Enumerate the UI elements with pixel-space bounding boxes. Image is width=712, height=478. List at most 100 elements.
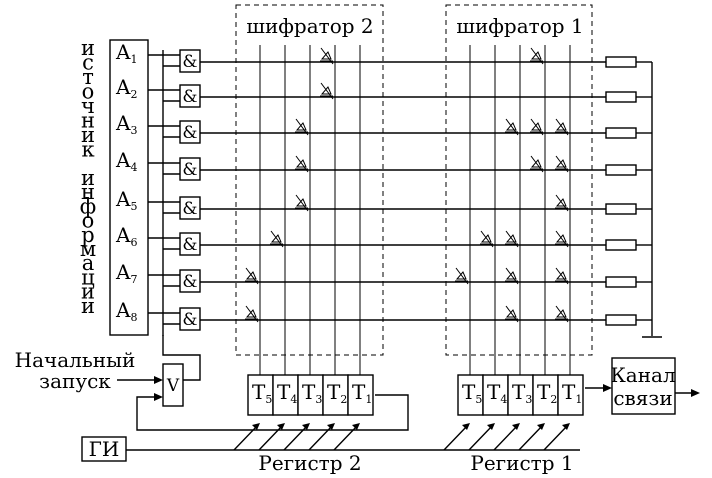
source-label-word2-letter: и bbox=[81, 166, 95, 190]
encoder-1-diode-2-body bbox=[505, 122, 517, 131]
and-gate-4 bbox=[179, 157, 201, 181]
and-gate-symbol-8: & bbox=[182, 310, 197, 330]
encoder-1-diode-5-body bbox=[530, 159, 542, 168]
source-label-word2-letter: а bbox=[82, 251, 95, 275]
encoder-1-diode-6-body bbox=[555, 159, 567, 168]
channel-output-arrow bbox=[691, 389, 700, 397]
register-2-clock-arrow bbox=[352, 423, 360, 430]
pullup-resistor-1 bbox=[605, 56, 637, 68]
channel-label-line2: связи bbox=[613, 386, 672, 410]
source-label-word2-letter: м bbox=[80, 237, 96, 261]
and-gate-2 bbox=[179, 84, 201, 108]
encoder-1-diode-3-body bbox=[530, 122, 542, 131]
clock-generator-label: ГИ bbox=[89, 437, 120, 461]
source-label-word1-letter: ч bbox=[81, 94, 95, 118]
encoder-1-diode-15-body bbox=[555, 309, 567, 318]
source-label-word2-letter: н bbox=[81, 180, 95, 204]
source-label-word2-letter: и bbox=[81, 294, 95, 318]
pullup-resistor-7 bbox=[605, 276, 637, 288]
source-label-word1-letter: к bbox=[81, 138, 94, 162]
source-label-word1-letter: о bbox=[82, 80, 95, 104]
register-2-cell-T4 bbox=[272, 374, 299, 416]
source-label-word1-letter: т bbox=[82, 65, 94, 89]
encoder-2-label: шифратор 2 bbox=[246, 14, 373, 38]
register-1-clock-arrow bbox=[487, 423, 495, 430]
or-gate-symbol: V bbox=[166, 376, 180, 396]
source-label-word2-letter: о bbox=[82, 209, 95, 233]
encoder-1-diode-10-body bbox=[555, 234, 567, 243]
register-2-clock-arrow bbox=[252, 423, 260, 430]
register-2-cell-T3 bbox=[297, 374, 324, 416]
source-label-word2-letter: р bbox=[81, 223, 94, 247]
channel-block bbox=[611, 357, 676, 415]
feedback-wire bbox=[136, 394, 409, 431]
encoder-1-diode-12-body bbox=[505, 271, 517, 280]
register-2-cell-T2 bbox=[322, 374, 349, 416]
register-1-clock-tick bbox=[518, 424, 544, 451]
and-gate-symbol-3: & bbox=[182, 123, 197, 143]
or-output-wire bbox=[162, 335, 201, 381]
pullup-resistor-3 bbox=[605, 127, 637, 139]
source-label-word1-letter: н bbox=[81, 109, 95, 133]
pullup-resistor-2 bbox=[605, 91, 637, 103]
feedback-arrow bbox=[154, 393, 163, 401]
encoder-1-diode-9-body bbox=[505, 234, 517, 243]
encoder-1-diode-11-body bbox=[455, 271, 467, 280]
start-arrow bbox=[154, 376, 163, 384]
register-1-clock-arrow bbox=[562, 423, 570, 430]
and-gate-symbol-5: & bbox=[182, 199, 197, 219]
and-gate-1 bbox=[179, 49, 201, 73]
register-1-clock-tick bbox=[468, 424, 494, 451]
encoder-2-diode-5-body bbox=[295, 198, 307, 207]
register-1-clock-arrow bbox=[512, 423, 520, 430]
register-1-clock-tick bbox=[493, 424, 519, 451]
pullup-resistor-5 bbox=[605, 203, 637, 215]
register-1-clock-tick bbox=[543, 424, 569, 451]
register-1-output-arrow bbox=[603, 384, 612, 392]
and-gate-8 bbox=[179, 307, 201, 331]
encoder-2-diode-8-body bbox=[245, 309, 257, 318]
source-label-word2-letter: и bbox=[81, 280, 95, 304]
channel-label-line1: Канал bbox=[610, 363, 675, 387]
register-2-clock-tick bbox=[283, 424, 309, 451]
source-label-word1-letter: с bbox=[82, 51, 94, 75]
source-label-word2-letter: ф bbox=[80, 194, 96, 218]
register-2-clock-arrow bbox=[302, 423, 310, 430]
register-2-clock-tick bbox=[233, 424, 259, 451]
encoder-2-diode-4-body bbox=[295, 159, 307, 168]
or-gate bbox=[162, 363, 184, 407]
pullup-resistor-8 bbox=[605, 314, 637, 326]
pullup-resistor-4 bbox=[605, 164, 637, 176]
and-gate-5 bbox=[179, 196, 201, 220]
register-2-clock-tick bbox=[333, 424, 359, 451]
encoder-1-diode-1-body bbox=[530, 51, 542, 60]
register-1-clock-arrow bbox=[537, 423, 545, 430]
register-2-label: Регистр 2 bbox=[258, 451, 361, 475]
register-2-cell-T1 bbox=[347, 374, 374, 416]
start-label-line1: Начальный bbox=[15, 348, 136, 372]
and-gate-3 bbox=[179, 120, 201, 144]
and-gate-symbol-6: & bbox=[182, 235, 197, 255]
encoder-2-diode-1-body bbox=[320, 51, 332, 60]
pullup-resistor-6 bbox=[605, 239, 637, 251]
encoder-2-diode-7-body bbox=[245, 271, 257, 280]
register-1-label: Регистр 1 bbox=[470, 451, 573, 475]
and-gate-symbol-2: & bbox=[182, 87, 197, 107]
and-gate-6 bbox=[179, 232, 201, 256]
encoder-1-diode-13-body bbox=[555, 271, 567, 280]
register-2-clock-arrow bbox=[277, 423, 285, 430]
register-1-cell-T4 bbox=[482, 374, 509, 416]
register-1-clock-tick bbox=[443, 424, 469, 451]
encoder-1-diode-14-body bbox=[505, 309, 517, 318]
encoder-1-diode-4-body bbox=[555, 122, 567, 131]
register-1-clock-arrow bbox=[462, 423, 470, 430]
encoder-1-boundary bbox=[445, 4, 593, 356]
encoder-1-diode-7-body bbox=[555, 198, 567, 207]
register-2-cell-T5 bbox=[247, 374, 274, 416]
source-label-word1-letter: и bbox=[81, 123, 95, 147]
register-1-cell-T5 bbox=[457, 374, 484, 416]
source-label-word1-letter: и bbox=[81, 36, 95, 60]
and-gate-7 bbox=[179, 269, 201, 293]
